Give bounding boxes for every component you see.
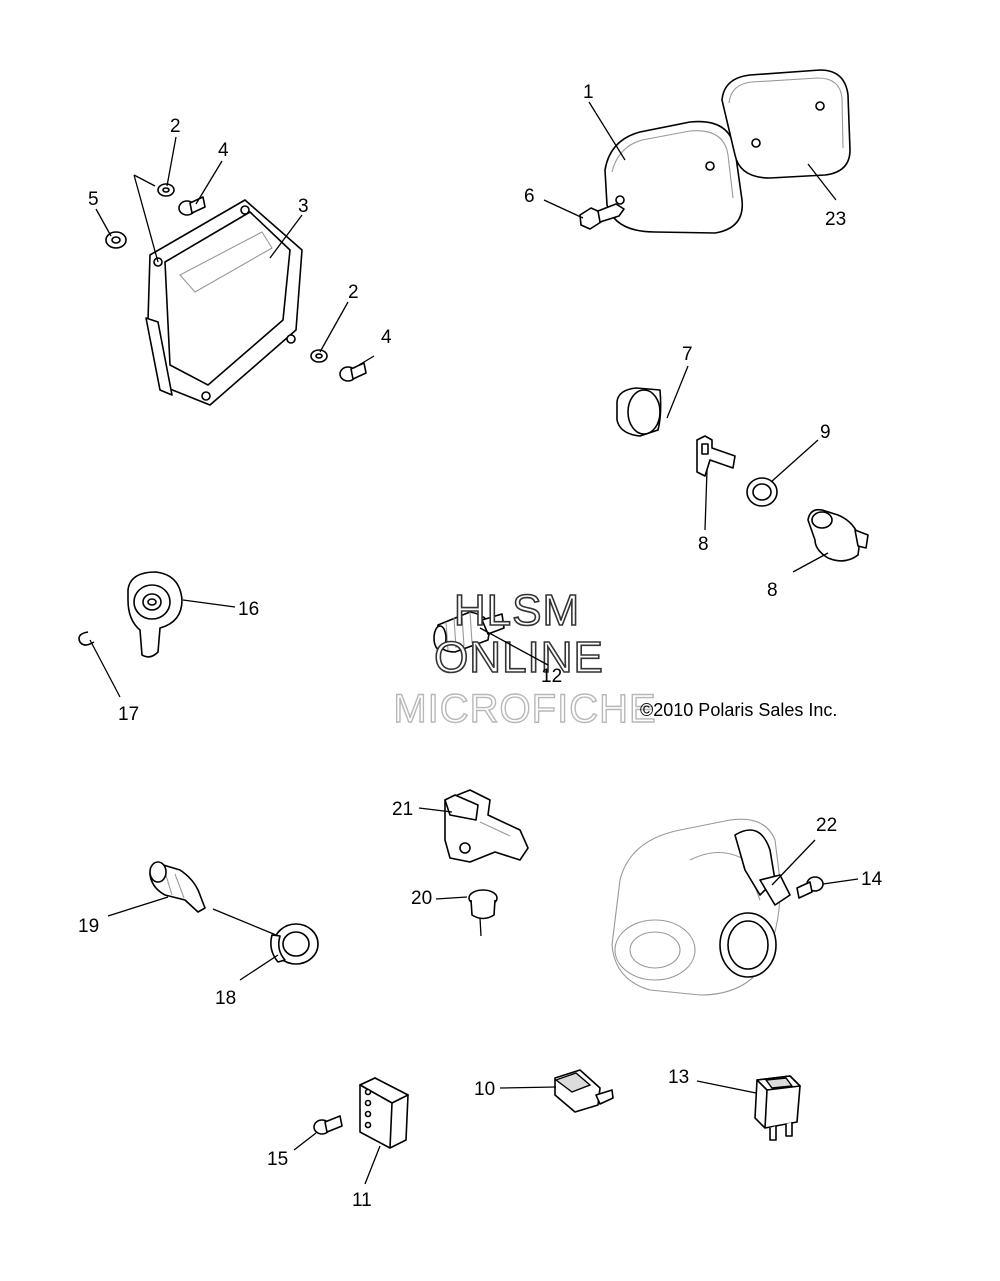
part-relay-11	[359, 1077, 409, 1149]
callout-23: 23	[825, 209, 846, 230]
part-ecu-module	[145, 199, 303, 406]
part-throttle-body-22	[611, 818, 791, 996]
watermark-line2: ONLINE	[434, 633, 604, 682]
callout-15: 15	[267, 1149, 288, 1170]
part-sensor-16	[127, 571, 183, 658]
part-screw-6	[579, 203, 625, 230]
part-cover-1	[604, 120, 744, 234]
callout-3: 3	[298, 196, 309, 217]
callout-7: 7	[682, 344, 693, 365]
callout-9: 9	[820, 422, 831, 443]
part-sensor-12	[433, 611, 505, 653]
part-socket-18	[270, 923, 319, 965]
callout-1: 1	[583, 82, 594, 103]
callout-14: 14	[861, 869, 883, 890]
part-grommet-20	[468, 889, 498, 937]
part-key-8a	[696, 435, 736, 477]
callout-19: 19	[78, 916, 99, 937]
callout-4b: 4	[381, 327, 392, 348]
callout-4a: 4	[218, 140, 229, 161]
callout-13: 13	[668, 1067, 689, 1088]
callout-8a: 8	[698, 534, 709, 555]
part-bulb-19	[149, 861, 206, 913]
part-washer-2a	[157, 183, 175, 197]
part-map-sensor-21	[444, 789, 529, 863]
callout-2b: 2	[348, 282, 359, 303]
part-cap-7	[616, 387, 662, 437]
callout-2a: 2	[170, 116, 181, 137]
callout-6: 6	[524, 186, 535, 207]
part-bolt-4b	[339, 362, 367, 382]
callout-8b: 8	[767, 580, 778, 601]
watermark-line3: MICROFICHE	[393, 687, 656, 731]
callout-22: 22	[816, 815, 837, 836]
callout-20: 20	[411, 888, 432, 909]
part-washer-2b	[310, 349, 328, 363]
callout-21: 21	[392, 799, 413, 820]
part-screw-14	[796, 876, 824, 899]
part-switch-10	[554, 1069, 614, 1113]
part-screw-15	[313, 1115, 343, 1135]
callout-18: 18	[215, 988, 236, 1009]
watermark-line1: HLSM	[454, 586, 580, 635]
copyright-notice: ©2010 Polaris Sales Inc.	[640, 700, 837, 720]
part-nut-9	[746, 477, 778, 507]
watermark: HLSM ONLINE MICROFICHE	[393, 585, 657, 732]
callout-10: 10	[474, 1079, 495, 1100]
callout-12: 12	[541, 666, 562, 687]
part-rocker-switch-13	[754, 1075, 801, 1141]
part-nut-5	[105, 231, 127, 249]
part-bolt-4a	[178, 196, 206, 216]
part-switch-8b	[807, 508, 869, 562]
callouts: 1 2 4 5 3 2 4 6 23 7 9 8 8 16 17 12 21 2…	[78, 82, 883, 1211]
callout-16: 16	[238, 599, 259, 620]
callout-17: 17	[118, 704, 139, 725]
callout-11: 11	[352, 1190, 372, 1211]
leader-lines	[89, 101, 859, 1185]
part-cover-23	[721, 69, 851, 179]
callout-5: 5	[88, 189, 99, 210]
